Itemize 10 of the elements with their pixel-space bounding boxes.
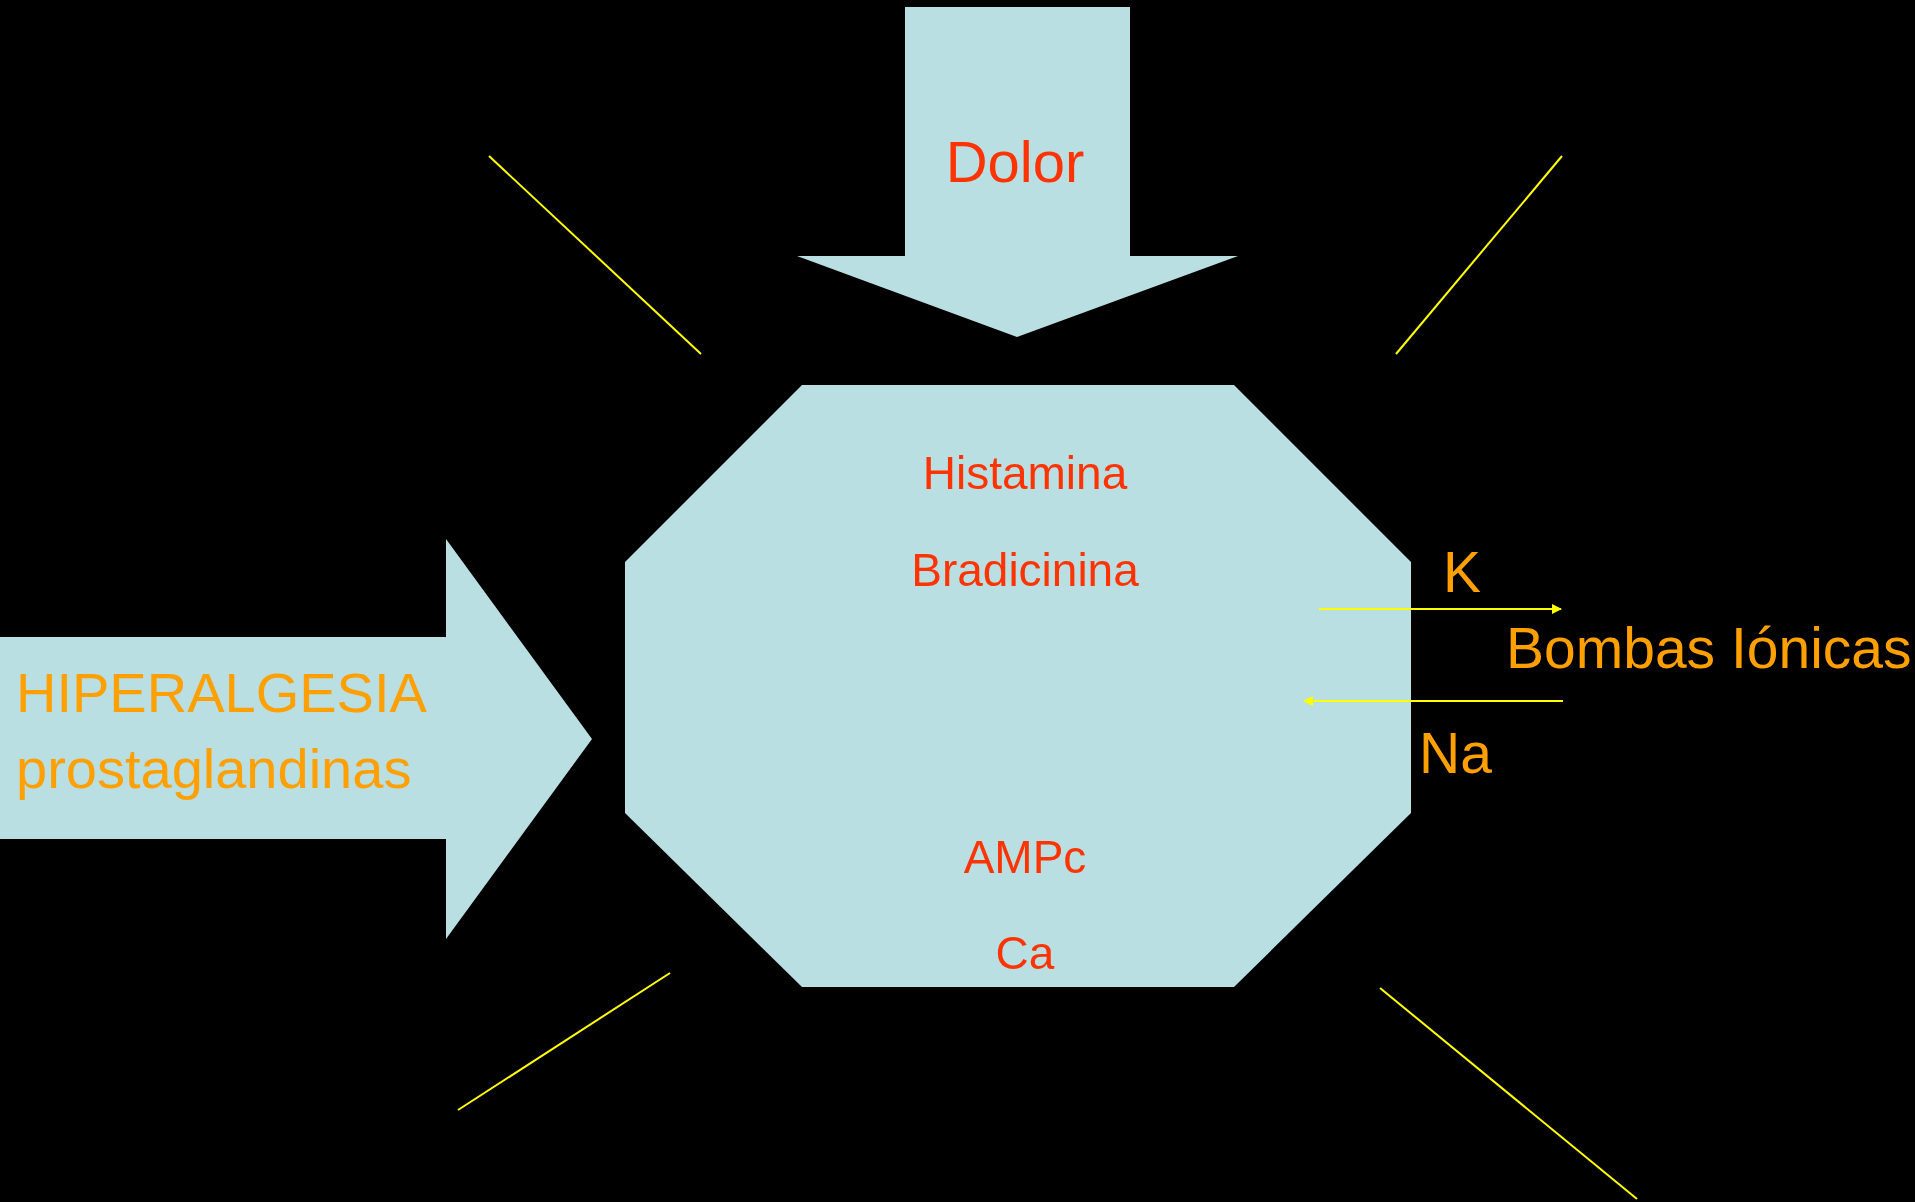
node-label: AMPc [963,831,1087,883]
arrow [1318,604,1562,614]
node-text: Bombas Iónicas [1506,616,1912,680]
node-label: Histamina [922,447,1128,499]
arrow [1303,696,1564,706]
node-label: Dolor [945,130,1085,194]
node-label: Ca [995,927,1055,979]
node-label: HIPERALGESIA [16,662,427,724]
node-label: Bradicinina [911,544,1139,596]
node-label: prostaglandinas [16,738,412,800]
